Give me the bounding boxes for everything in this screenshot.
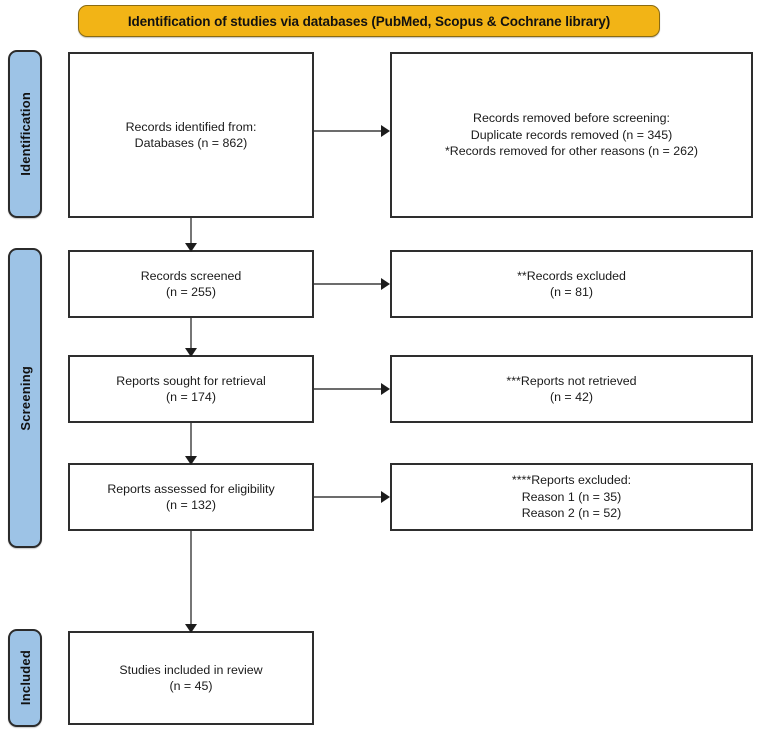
box-studies-included: Studies included in review (n = 45) [68, 631, 314, 725]
box-records-removed-text: Records removed before screening: Duplic… [444, 111, 699, 159]
stage-label-included: Included [8, 629, 42, 727]
stage-label-included-text: Included [17, 650, 33, 706]
stage-label-identification: Identification [8, 50, 42, 218]
box-reports-assessed-text: Reports assessed for eligibility (n = 13… [107, 481, 275, 513]
box-records-screened: Records screened (n = 255) [68, 250, 314, 318]
identification-banner: Identification of studies via databases … [78, 5, 660, 37]
arrow-screened-to-excluded [314, 278, 390, 290]
box-reports-sought: Reports sought for retrieval (n = 174) [68, 355, 314, 423]
banner-title: Identification of studies via databases … [127, 13, 611, 29]
arrow-sought-to-not-retrieved [314, 383, 390, 395]
box-reports-not-retrieved: ***Reports not retrieved (n = 42) [390, 355, 753, 423]
arrow-identified-to-removed [314, 125, 390, 137]
box-records-screened-text: Records screened (n = 255) [140, 268, 242, 300]
box-reports-sought-text: Reports sought for retrieval (n = 174) [116, 373, 266, 405]
box-reports-assessed: Reports assessed for eligibility (n = 13… [68, 463, 314, 531]
stage-label-screening-text: Screening [17, 365, 33, 431]
box-records-identified: Records identified from: Databases (n = … [68, 52, 314, 218]
stage-label-identification-text: Identification [17, 92, 33, 176]
arrow-assessed-to-included [185, 531, 197, 633]
arrow-screened-to-sought [185, 318, 197, 357]
arrow-sought-to-assessed [185, 423, 197, 465]
box-reports-excluded: ****Reports excluded: Reason 1 (n = 35) … [390, 463, 753, 531]
arrow-assessed-to-excluded [314, 491, 390, 503]
box-records-excluded-text: **Records excluded (n = 81) [517, 268, 626, 300]
box-records-excluded: **Records excluded (n = 81) [390, 250, 753, 318]
box-reports-excluded-text: ****Reports excluded: Reason 1 (n = 35) … [511, 473, 632, 521]
arrow-identified-to-screened [185, 218, 197, 252]
box-reports-not-retrieved-text: ***Reports not retrieved (n = 42) [506, 373, 637, 405]
box-records-removed: Records removed before screening: Duplic… [390, 52, 753, 218]
stage-label-screening: Screening [8, 248, 42, 548]
box-studies-included-text: Studies included in review (n = 45) [119, 662, 263, 694]
box-records-identified-text: Records identified from: Databases (n = … [125, 119, 257, 151]
